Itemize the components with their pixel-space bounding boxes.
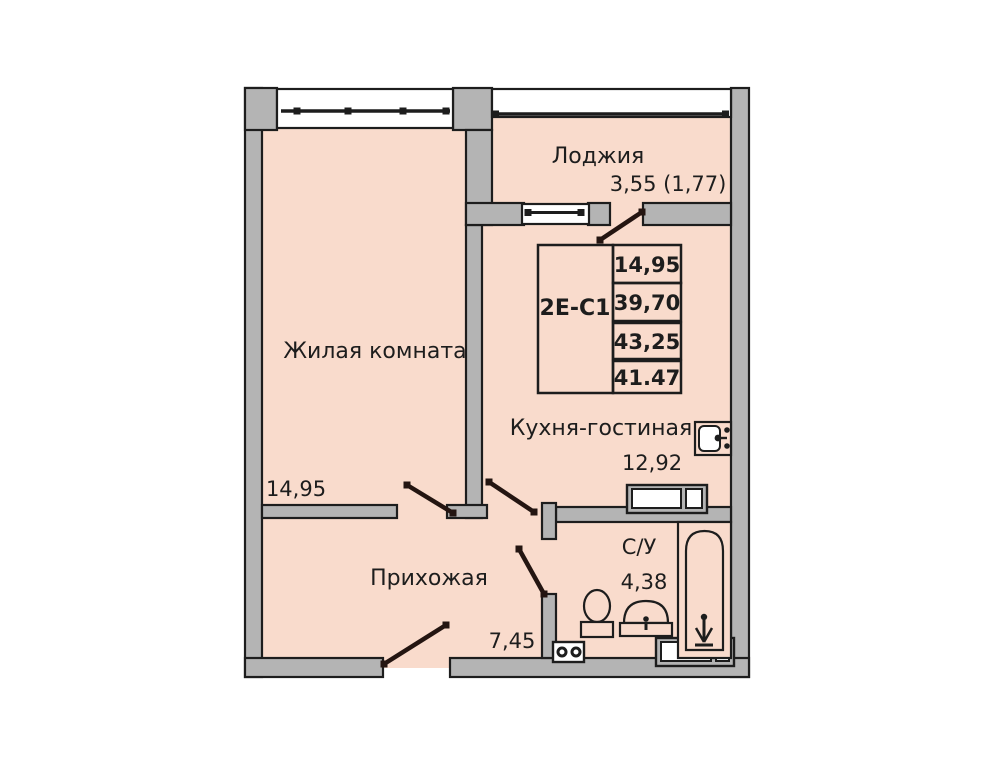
washbasin-icon bbox=[618, 599, 674, 638]
toilet-icon bbox=[579, 588, 615, 639]
mullion bbox=[399, 107, 407, 115]
bathroom-door-swing bbox=[517, 547, 546, 596]
wall-living-kitchen bbox=[464, 223, 484, 520]
windows bbox=[275, 87, 733, 226]
kitchen-sink-tap-hot bbox=[724, 427, 730, 433]
loggia-area: 3,55 (1,77) bbox=[610, 172, 727, 196]
living-room-area: 14,95 bbox=[266, 477, 326, 501]
mullion bbox=[344, 107, 352, 115]
wall-right bbox=[729, 86, 751, 679]
door-cap bbox=[540, 590, 548, 598]
toilet-bowl bbox=[582, 588, 612, 624]
wall-pillar-topmid bbox=[451, 86, 494, 132]
wall-pillar-topleft bbox=[243, 86, 279, 132]
door-cap bbox=[403, 481, 411, 489]
unit-code: 2Е-С1 bbox=[540, 296, 611, 321]
unit-value-4: 41.47 bbox=[614, 366, 680, 390]
door-cap bbox=[596, 236, 604, 244]
bathroom-label: С/У bbox=[622, 535, 657, 559]
door-cap bbox=[638, 208, 646, 216]
mullion bbox=[442, 107, 450, 115]
washbasin-dome bbox=[622, 599, 670, 625]
wall-loggia-bottom-b bbox=[586, 201, 612, 227]
toilet-tank bbox=[579, 620, 615, 639]
entrance-door-swing bbox=[382, 623, 448, 666]
kitchen-sink-tap-cold bbox=[724, 443, 730, 449]
door-cap bbox=[485, 478, 493, 486]
appliance-side bbox=[685, 488, 703, 509]
bathtub-inner bbox=[684, 529, 725, 652]
fixtures bbox=[551, 420, 736, 668]
hallway-label: Прихожая bbox=[370, 566, 488, 591]
mullion bbox=[293, 107, 301, 115]
burner-right bbox=[570, 646, 582, 658]
mullion bbox=[722, 110, 729, 118]
appliance-panel bbox=[631, 488, 682, 509]
hallway-area: 7,45 bbox=[489, 629, 536, 653]
bathroom-area: 4,38 bbox=[621, 570, 668, 594]
wall-loggia-bottom-c bbox=[641, 201, 733, 227]
mullion bbox=[492, 110, 499, 118]
door-cap bbox=[515, 545, 523, 553]
kitchen-door-swing bbox=[487, 480, 536, 514]
kitchen-sink-icon bbox=[693, 420, 733, 457]
bathtub-faucet-left bbox=[694, 627, 706, 643]
apartment-interior bbox=[253, 93, 749, 668]
burner-left bbox=[556, 646, 568, 658]
burner-box-icon bbox=[551, 640, 586, 664]
value-cell-3 bbox=[611, 321, 683, 361]
living-window bbox=[275, 87, 455, 130]
room-labels: Жилая комната 14,95 Лоджия 3,55 (1,77) К… bbox=[266, 144, 726, 653]
wall-living-hall bbox=[260, 503, 399, 520]
wall-loggia-bottom-a bbox=[464, 201, 526, 227]
doors bbox=[380, 208, 646, 668]
living-room-label: Жилая комната bbox=[283, 339, 466, 364]
kitchen-appliance-icon bbox=[625, 483, 709, 515]
mullion bbox=[577, 209, 585, 216]
wall-bath-stub bbox=[540, 501, 558, 541]
mullion bbox=[524, 209, 532, 216]
bathtub-faucet-dot bbox=[700, 613, 708, 621]
door-cap bbox=[530, 508, 538, 516]
wall-bottom-left bbox=[243, 656, 385, 679]
living-door-swing bbox=[405, 483, 455, 515]
kitchen-area: 12,92 bbox=[622, 451, 682, 475]
bathtub-icon bbox=[676, 520, 733, 660]
loggia-door-swing bbox=[598, 210, 644, 242]
value-cell-2 bbox=[611, 281, 683, 323]
value-cell-4 bbox=[611, 359, 683, 395]
unit-info-table: 2Е-С1 14,95 39,70 43,25 41.47 bbox=[536, 243, 683, 395]
washbasin-drain bbox=[644, 622, 648, 630]
bathtub-faucet-right bbox=[702, 627, 714, 643]
unit-value-2: 39,70 bbox=[614, 291, 680, 315]
kitchen-label: Кухня-гостиная bbox=[510, 416, 693, 441]
unit-value-3: 43,25 bbox=[614, 330, 680, 354]
door-cap bbox=[442, 621, 450, 629]
washbasin-faucet bbox=[643, 616, 649, 622]
unit-value-1: 14,95 bbox=[614, 253, 680, 277]
wall-left bbox=[243, 86, 264, 679]
loggia-label: Лоджия bbox=[552, 144, 645, 169]
door-cap bbox=[380, 660, 388, 668]
door-cap bbox=[449, 509, 457, 517]
